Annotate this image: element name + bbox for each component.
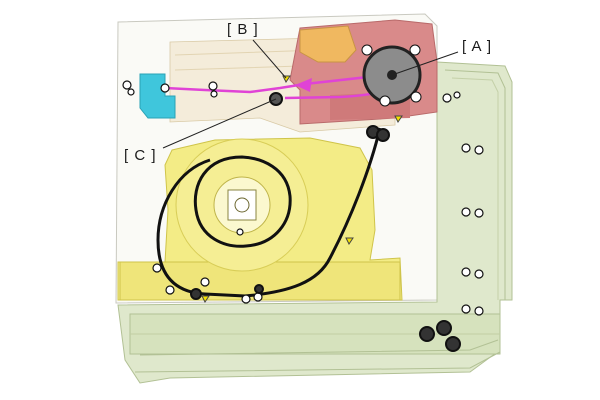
cyan-unit xyxy=(139,73,176,119)
small-rollers xyxy=(122,80,484,316)
transport-path xyxy=(164,72,396,94)
leader-line-b xyxy=(252,39,287,79)
leader-line-a xyxy=(391,51,459,76)
callout-label-b: [ B ] xyxy=(227,21,259,38)
sensor-flag-4 xyxy=(201,295,210,303)
pressure-roller-1 xyxy=(361,44,373,56)
feed-column-inner-wall-2 xyxy=(451,77,499,300)
sensor-flag-2 xyxy=(394,115,403,123)
drum-axle xyxy=(234,197,250,213)
housing-bottom-edge xyxy=(134,351,501,373)
pressure-roller-3 xyxy=(410,91,422,103)
sensor-flag-3 xyxy=(345,237,354,245)
dark-rollers xyxy=(190,125,461,352)
gear-cluster xyxy=(299,25,357,63)
transport-direction-arrow xyxy=(295,78,312,92)
callout-label-a: [ A ] xyxy=(462,38,492,55)
pressure-roller-4 xyxy=(379,95,391,107)
tray-bottom-edge xyxy=(139,339,499,356)
feed-column-housing xyxy=(117,61,513,384)
feed-column-inner-wall xyxy=(444,69,506,300)
sensor-flag-b xyxy=(282,75,291,83)
pressure-roller-2 xyxy=(409,44,421,56)
callout-label-c: [ C ] xyxy=(124,147,157,164)
paper-path-loop xyxy=(193,155,292,248)
leader-line-c xyxy=(162,98,277,149)
